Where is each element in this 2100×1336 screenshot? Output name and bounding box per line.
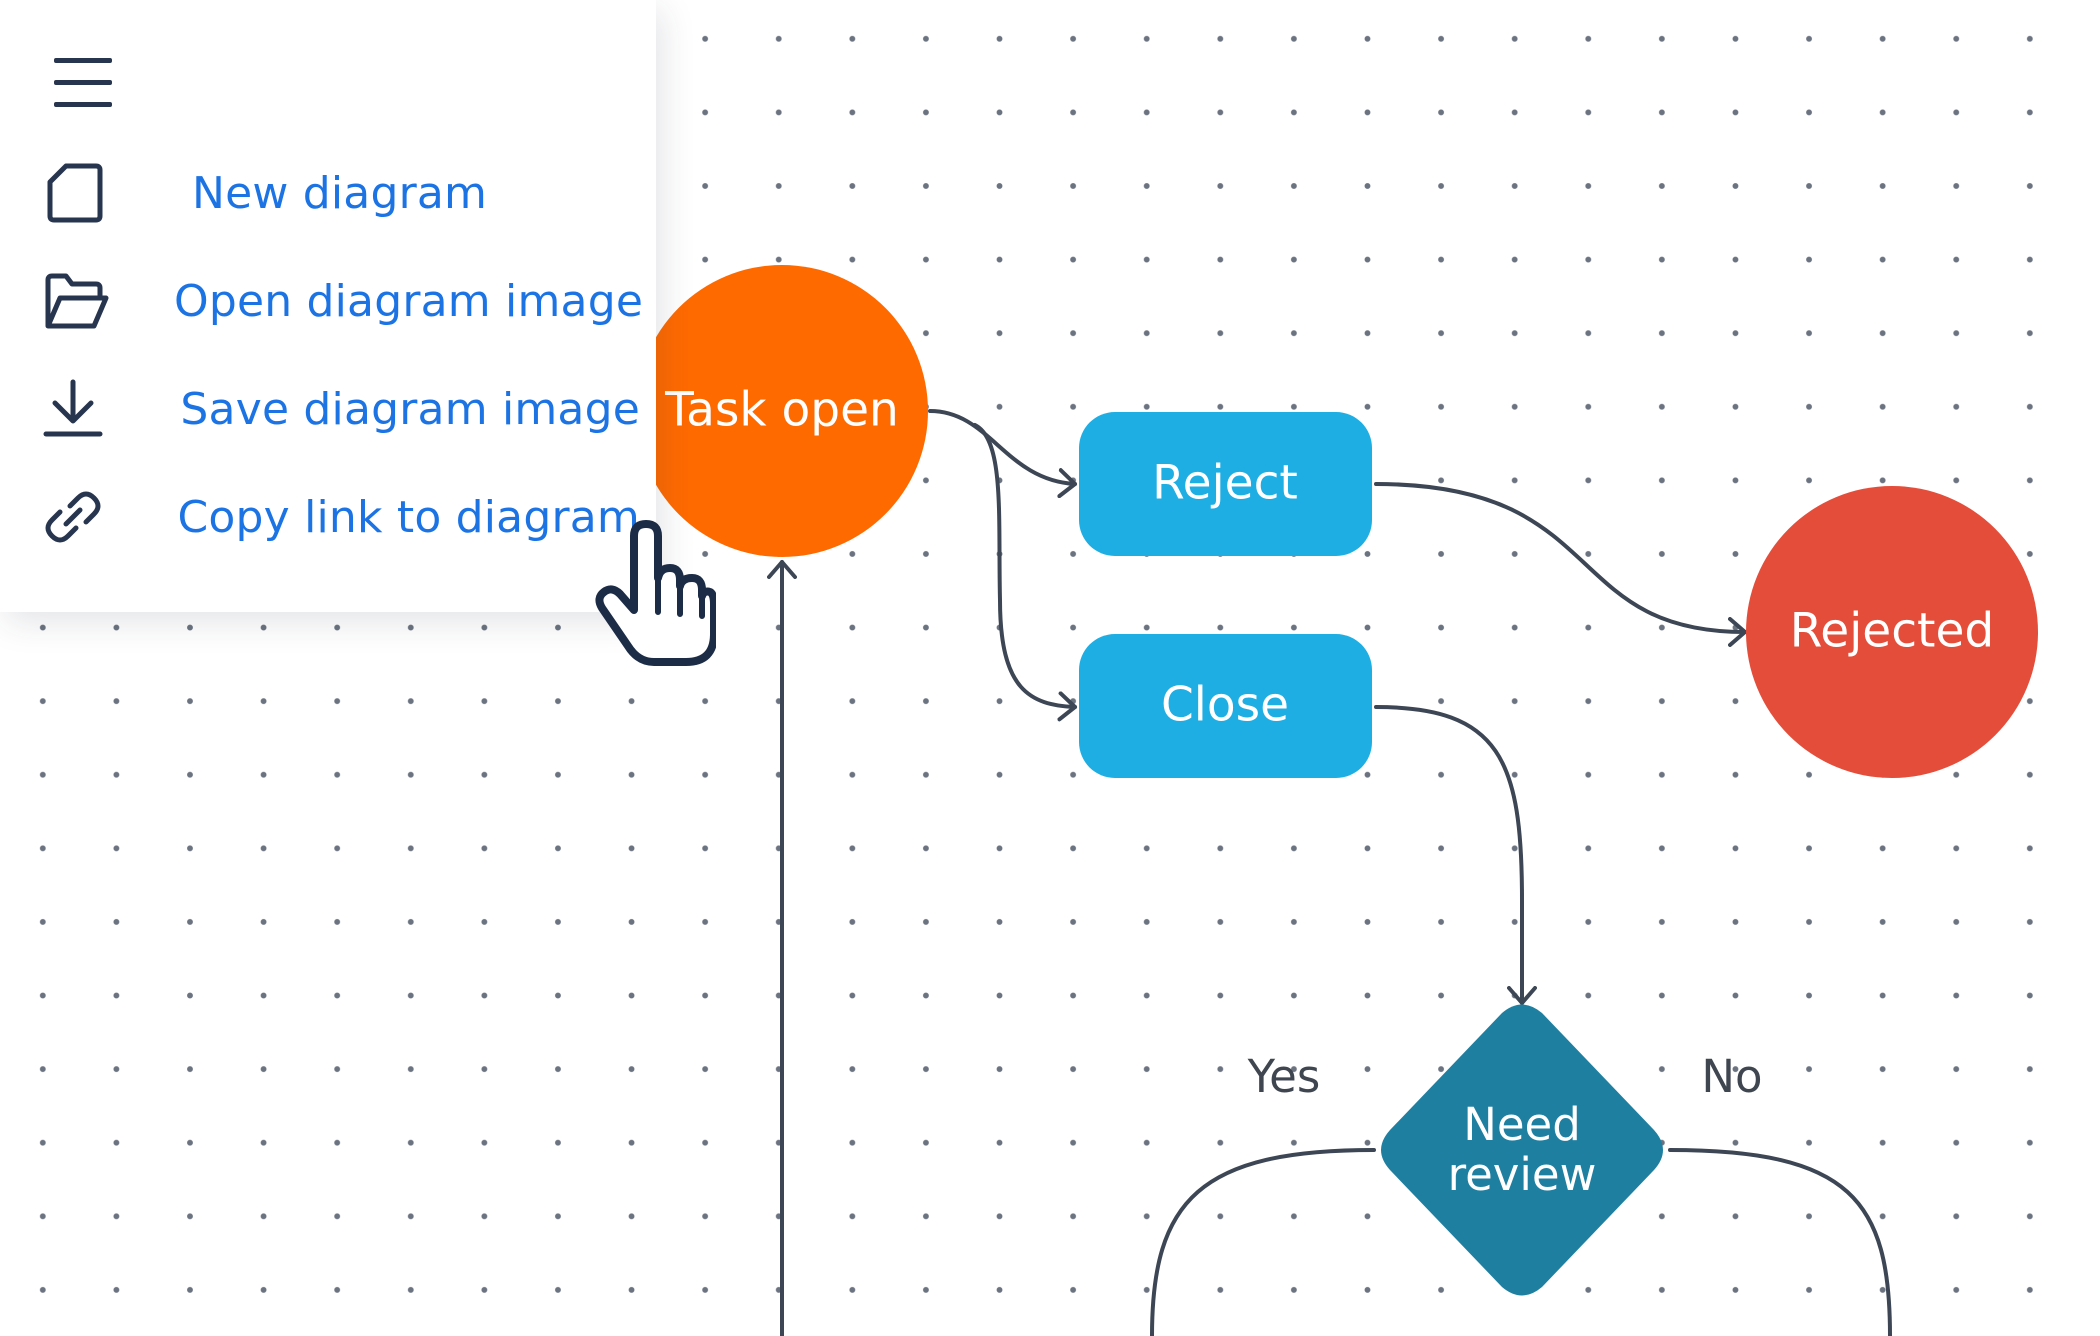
reject-shape [1079,412,1372,556]
edge-close-to-need-review[interactable] [1374,705,1537,1005]
menu-item-new-diagram[interactable]: New diagram [40,148,640,238]
download-icon [40,374,116,444]
edge-need-review-no[interactable] [1668,1148,1892,1336]
reject-label: Reject [1152,456,1298,511]
rejected-shape [1746,486,2038,778]
menu-item-label: Copy link to diagram [177,491,640,543]
folder-open-icon [40,266,110,336]
edge-label-yes: Yes [1247,1050,1321,1103]
menu-item-open-diagram-image[interactable]: Open diagram image [40,256,644,346]
menu-item-label: Open diagram image [174,275,644,327]
close-label: Close [1161,678,1289,733]
need-review-shape [1381,1004,1663,1296]
close-shape [1079,634,1372,778]
link-icon [40,482,113,552]
new-document-icon [40,158,128,228]
node-rejected[interactable]: Rejected [1746,486,2038,778]
need-review-label-line2: review [1448,1148,1597,1201]
node-close[interactable]: Close [1079,634,1372,778]
task-open-shape [636,265,928,557]
edge-task-open-to-close[interactable] [973,423,1077,722]
node-reject[interactable]: Reject [1079,412,1372,556]
menu-item-copy-link-to-diagram[interactable]: Copy link to diagram [40,472,640,562]
menu-item-label: Save diagram image [180,383,640,435]
menu-item-label: New diagram [192,167,488,219]
edge-task-open-to-reject[interactable] [928,409,1077,499]
menu-item-save-diagram-image[interactable]: Save diagram image [40,364,640,454]
task-open-label: Task open [664,383,899,438]
hamburger-menu-icon[interactable] [54,58,112,108]
rejected-label: Rejected [1790,604,1994,659]
edge-label-no: No [1701,1050,1762,1103]
main-menu: New diagram Open diagram image Save diag… [0,0,656,612]
node-need-review[interactable]: Need review [1381,1004,1663,1296]
node-task-open[interactable]: Task open [636,265,928,557]
edge-need-review-yes[interactable] [1150,1148,1376,1336]
need-review-label-line1: Need [1463,1098,1581,1151]
edge-reject-to-rejected[interactable] [1374,482,1747,647]
